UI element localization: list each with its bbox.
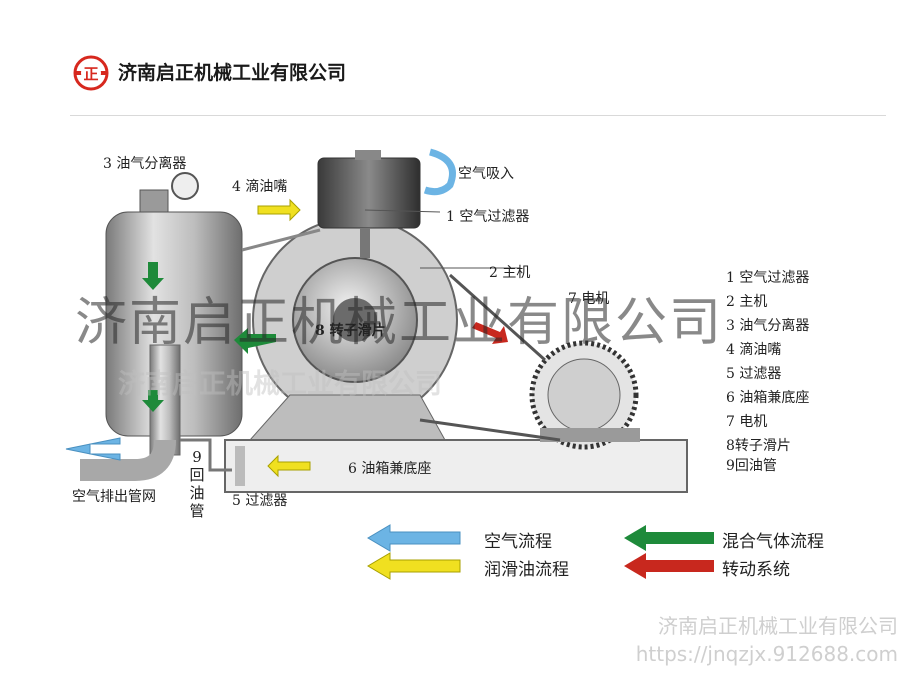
label-motor: 7 电机 [568, 291, 610, 307]
parts-list-item: 1 空气过滤器 [726, 270, 810, 286]
legend-arrows-left [367, 524, 461, 580]
drive-arrow [472, 322, 508, 344]
parts-list-item: 2 主机 [726, 294, 768, 310]
mixed-flow-arrow-2 [142, 390, 164, 412]
drip-lube-arrow [257, 198, 301, 222]
parts-list-item: 9回油管 [726, 458, 777, 474]
parts-list-item: 6 油箱兼底座 [726, 390, 810, 406]
legend-drive-label: 转动系统 [722, 560, 790, 580]
label-air-in: 空气吸入 [458, 166, 514, 182]
parts-list-item: 8转子滑片 [726, 438, 791, 454]
leader-filter [364, 209, 441, 213]
company-logo: 正 [72, 54, 110, 92]
parts-list: 1 空气过滤器 2 主机 3 油气分离器 4 滴油嘴 5 过滤器 6 油箱兼底座… [726, 266, 809, 474]
label-tank: 6 油箱兼底座 [348, 461, 432, 477]
return-pipe [180, 438, 232, 472]
legend-arrows-right [624, 525, 714, 579]
legend-mixed-arrow [624, 525, 714, 551]
watermark-middle: 济南启正机械工业有限公司 [118, 369, 442, 400]
label-return-pipe: 9回油管 [189, 448, 205, 520]
watermark-corner: 济南启正机械工业有限公司 [658, 614, 898, 638]
pipe-top [241, 228, 321, 252]
mixed-flow-arrow-1 [142, 262, 164, 290]
label-outlet: 空气排出管网 [72, 489, 156, 505]
legend-mixed-label: 混合气体流程 [722, 532, 824, 552]
main-unit [248, 217, 458, 441]
watermark-large: 济南启正机械工业有限公司 [75, 293, 724, 353]
legend-drive-arrow [624, 553, 714, 579]
logo-char: 正 [83, 65, 98, 83]
legend-air-label: 空气流程 [484, 532, 552, 552]
label-rotor: 8 转子滑片 [315, 323, 386, 339]
air-intake-arrow [423, 148, 456, 196]
legend-air-arrow [367, 524, 461, 552]
watermark-url: https://jnqzjx.912688.com [635, 642, 898, 666]
legend-lube-arrow [367, 552, 461, 580]
label-filter: 5 过滤器 [232, 493, 288, 509]
parts-list-item: 5 过滤器 [726, 366, 782, 382]
parts-list-item: 7 电机 [726, 414, 768, 430]
lube-return-arrow [267, 454, 311, 478]
label-air-filter: 1 空气过滤器 [446, 209, 530, 225]
logo-icon: 正 [73, 55, 109, 91]
air-out-arrow [65, 437, 121, 461]
label-separator: 3 油气分离器 [103, 156, 187, 172]
oil-gas-separator [80, 172, 243, 481]
header-divider [70, 115, 886, 116]
motor [419, 273, 640, 450]
company-name: 济南启正机械工业有限公司 [118, 62, 347, 84]
parts-list-item: 3 油气分离器 [726, 318, 810, 334]
parts-list-item: 4 滴油嘴 [726, 342, 782, 358]
label-main: 2 主机 [489, 265, 531, 281]
label-drip: 4 滴油嘴 [232, 179, 288, 195]
legend-lube-label: 润滑油流程 [484, 560, 569, 580]
mixed-flow-arrow-top [234, 328, 276, 354]
